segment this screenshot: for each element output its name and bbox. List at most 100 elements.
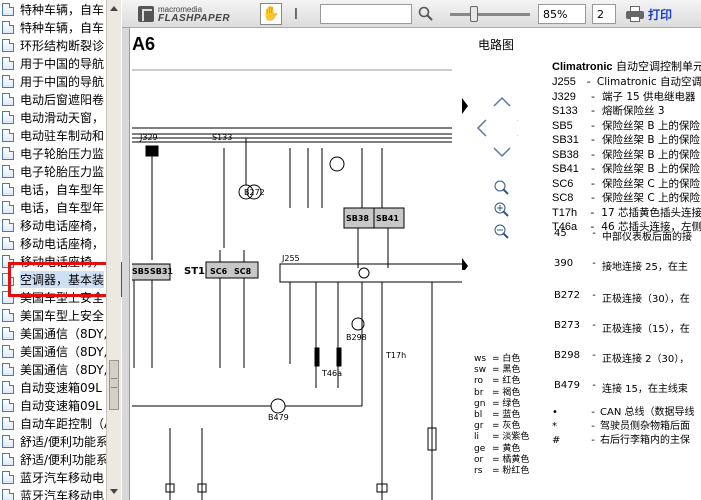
bookmark-label: 特种车辆，自车 <box>20 2 105 17</box>
bookmark-item[interactable]: 用于中国的导航 <box>0 54 106 72</box>
wire-color-name: 黄色 <box>502 443 521 454</box>
search-input[interactable] <box>320 4 412 24</box>
bookmark-item[interactable]: 美国通信（8DY, <box>0 360 106 378</box>
bookmark-label: 美国通信（8DY, <box>20 362 106 377</box>
legend-desc: 保险丝架 B 上的保险 <box>602 134 700 146</box>
bookmark-item[interactable]: 蓝牙汽车移动电 <box>0 468 106 486</box>
hand-tool-button[interactable]: ✋ <box>260 3 282 25</box>
wire-color-eq: = <box>492 466 503 477</box>
zoom-slider-knob[interactable] <box>470 6 478 22</box>
bookmark-label: 美国通信（8DY, <box>20 326 106 341</box>
sidebar-scrollbar[interactable] <box>106 0 121 500</box>
print-label: 打印 <box>648 7 673 22</box>
wire-color-row: ge = 黄色 <box>474 444 529 455</box>
bookmark-label: 用于中国的导航 <box>20 56 105 71</box>
legend-desc: 保险丝架 B 上的保险 <box>602 163 700 175</box>
bookmark-label: 舒适/便利功能系 <box>20 452 106 467</box>
bookmark-sidebar: 特种车辆，自车特种车辆，自车环形结构断裂诊用于中国的导航用于中国的导航电动后窗遮… <box>0 0 122 500</box>
legend-dash: - <box>591 147 595 161</box>
hand-icon: ✋ <box>262 6 280 22</box>
wire-color-eq: = <box>492 376 503 387</box>
bookmark-item[interactable]: 电子轮胎压力监 <box>0 162 106 180</box>
document-icon <box>2 398 14 412</box>
bookmark-item[interactable]: 移动电话座椅， <box>0 234 106 252</box>
bookmark-item[interactable]: 电动滑动天窗， <box>0 108 106 126</box>
wire-color-name: 橘黄色 <box>502 454 530 465</box>
bookmark-item[interactable]: 美国车型上安全 <box>0 288 106 306</box>
document-icon <box>2 362 14 376</box>
bookmark-item[interactable]: 自动变速箱09L <box>0 396 106 414</box>
pan-left-icon[interactable] <box>476 119 487 137</box>
bookmark-item[interactable]: 美国通信（8DY, <box>0 324 106 342</box>
connection-desc: 正极连接（15），在 <box>602 324 690 335</box>
bookmark-item[interactable]: 电话，自车型年 <box>0 180 106 198</box>
print-button[interactable]: 打印 <box>626 3 696 25</box>
wire-color-eq: = <box>492 398 503 409</box>
bookmark-label: 移动电话座椅， <box>20 236 105 251</box>
zoom-in-icon[interactable] <box>494 202 509 217</box>
bookmark-item[interactable]: 自动变速箱09L <box>0 378 106 396</box>
document-icon <box>2 272 14 286</box>
bookmark-item[interactable]: 特种车辆，自车 <box>0 18 106 36</box>
document-icon <box>2 488 14 500</box>
legend-dash: - <box>591 176 595 190</box>
zoom-out-icon[interactable] <box>494 224 509 239</box>
bookmark-item[interactable]: 美国车型上安全 <box>0 306 106 324</box>
note-desc: CAN 总线（数据导线 <box>600 407 695 418</box>
bookmark-label: 空调器，基本装 <box>20 270 105 288</box>
bookmark-item[interactable]: 蓝牙汽车移动电 <box>0 486 106 500</box>
pan-up-icon[interactable] <box>493 96 511 107</box>
page-number-field[interactable]: 2 <box>592 4 616 24</box>
bookmark-item[interactable]: 舒适/便利功能系 <box>0 432 106 450</box>
text-select-tool-button[interactable]: I <box>288 3 304 25</box>
bookmark-item[interactable]: 美国通信（8DY, <box>0 342 106 360</box>
zoom-fit-icon[interactable] <box>494 180 509 195</box>
pan-down-icon[interactable] <box>493 147 511 158</box>
legend-desc: Climatronic 自动空调 <box>596 76 701 88</box>
legend-row: SB41-保险丝架 B 上的保险 <box>552 162 701 177</box>
bookmark-item[interactable]: 移动电话座椅， <box>0 252 106 270</box>
scrollbar-thumb[interactable] <box>109 360 119 410</box>
scrollbar-grip-icon <box>111 378 117 388</box>
legend-dash: - <box>590 205 595 219</box>
bookmark-item[interactable]: 用于中国的导航 <box>0 72 106 90</box>
bookmark-item[interactable]: 电动驻车制动和 <box>0 126 106 144</box>
document-icon <box>2 416 14 430</box>
bookmark-list: 特种车辆，自车特种车辆，自车环形结构断裂诊用于中国的导航用于中国的导航电动后窗遮… <box>0 0 106 500</box>
zoom-slider-track[interactable] <box>450 13 530 16</box>
connection-code: B298 <box>554 350 580 361</box>
bookmark-item[interactable]: 环形结构断裂诊 <box>0 36 106 54</box>
bookmark-item[interactable]: 电子轮胎压力监 <box>0 144 106 162</box>
bookmark-item[interactable]: 特种车辆，自车 <box>0 0 106 18</box>
bookmark-label: 电动滑动天窗， <box>20 110 105 125</box>
notes-legend: •-CAN 总线（数据导线*-驾驶员侧杂物箱后面#-右后行李箱内的主保 <box>552 406 694 448</box>
bookmark-label: 特种车辆，自车 <box>20 20 105 35</box>
wire-color-eq: = <box>492 443 503 454</box>
wire-color-code: ge <box>474 443 486 454</box>
bookmark-item[interactable]: 移动电话座椅， <box>0 216 106 234</box>
legend-dash: - <box>592 350 596 361</box>
zoom-level-field[interactable]: 85% <box>538 4 586 24</box>
document-icon <box>2 380 14 394</box>
ibeam-icon: I <box>293 5 299 23</box>
note-symbol: • <box>552 407 558 418</box>
bookmark-item[interactable]: 电动后窗遮阳卷 <box>0 90 106 108</box>
connection-legend-row: 45-中部仪表板后面的接 <box>554 228 692 243</box>
legend-row: J329-端子 15 供电继电器 <box>552 90 701 105</box>
bookmark-item[interactable]: 舒适/便利功能系 <box>0 450 106 468</box>
wire-color-eq: = <box>492 410 503 421</box>
page-nav-control[interactable] <box>458 90 518 270</box>
bookmark-label: 电动后窗遮阳卷 <box>20 92 105 107</box>
document-icon <box>2 92 14 106</box>
bookmark-item[interactable]: 自动车距控制（A <box>0 414 106 432</box>
bookmark-item[interactable]: 电话，自车型年 <box>0 198 106 216</box>
legend-desc: 46 芯插头连接，左侧 <box>601 221 701 233</box>
schematic-label-j329: J329 <box>139 133 158 142</box>
search-button[interactable] <box>416 3 436 25</box>
wire-color-eq: = <box>492 432 503 443</box>
bookmark-item[interactable]: 空调器，基本装 <box>0 270 106 288</box>
scroll-up-arrow-icon[interactable] <box>110 6 118 11</box>
legend-dash: - <box>591 191 595 204</box>
scroll-down-arrow-icon[interactable] <box>110 489 118 494</box>
